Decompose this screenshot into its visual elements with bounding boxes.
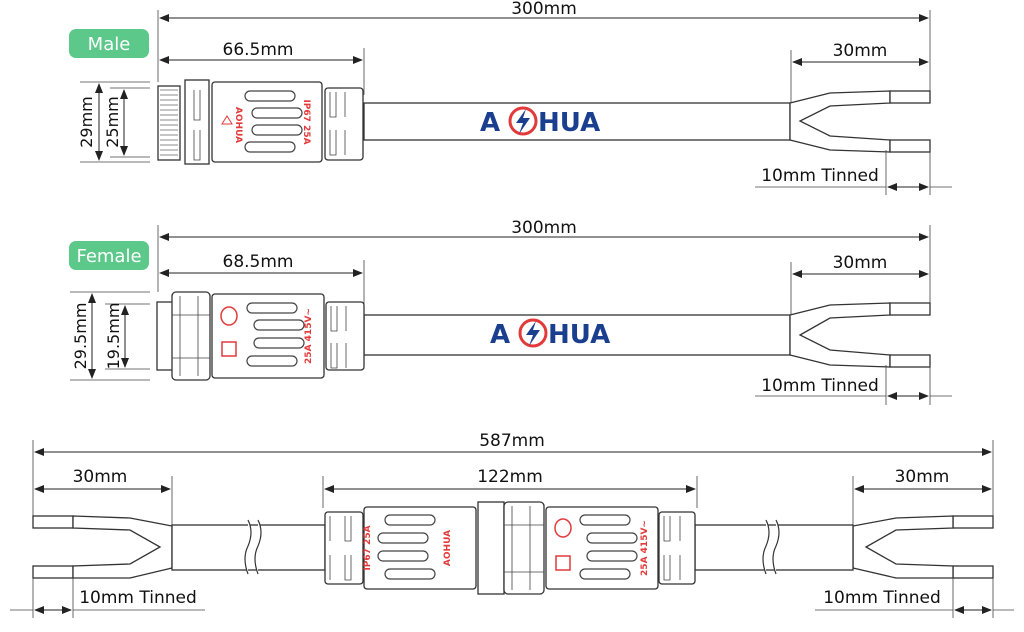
assembly-connector-length: 122mm [477, 467, 543, 487]
right-tinned-end [952, 515, 994, 529]
female-body-marking: 25A 415V~ [304, 308, 314, 364]
aohua-logo: A HUA [490, 318, 610, 350]
assembly-total-length: 587mm [479, 431, 545, 451]
female-total-length: 300mm [511, 218, 577, 238]
female-wire-split [789, 302, 891, 368]
mated-male-connector: IP67 25A AOHUA [324, 501, 505, 595]
male-wire-split [789, 90, 891, 153]
left-tinned-end [32, 565, 74, 579]
assembly-right-tinned: 10mm Tinned [823, 588, 941, 608]
warning-triangle-icon [221, 115, 233, 125]
female-inner-diameter: 19.5mm [104, 303, 123, 370]
male-brand-mark: AOHUA [233, 107, 243, 143]
male-tinned-label: 10mm Tinned [761, 166, 879, 186]
svg-text:A: A [490, 320, 510, 350]
female-outer-diameter: 29.5mm [71, 303, 90, 370]
mated-male-marking: IP67 25A [363, 525, 373, 570]
svg-text:HUA: HUA [548, 320, 610, 350]
assembly-left-strip: 30mm [73, 467, 128, 487]
female-tinned-end [889, 302, 931, 316]
male-body-marking: IP67 25A [301, 99, 311, 144]
male-total-length: 300mm [511, 0, 577, 19]
right-wire-split [852, 515, 954, 579]
svg-text:HUA: HUA [538, 108, 600, 138]
male-outer-diameter: 29mm [77, 96, 96, 148]
female-connector-length: 68.5mm [223, 252, 294, 272]
mated-female-connector: 25A 415V~ [503, 501, 696, 595]
female-tinned-label: 10mm Tinned [761, 376, 879, 396]
mated-male-brand: AOHUA [443, 530, 453, 566]
male-section: Male 300mm 66.5mm 30mm 29mm 25mm [69, 0, 952, 195]
certification-mark-icon [554, 518, 572, 538]
lightning-icon [526, 321, 540, 346]
lightning-icon [516, 109, 530, 134]
female-cable [363, 314, 791, 356]
female-section: Female 300mm 68.5mm 30mm 29.5mm 19.5mm [69, 218, 952, 405]
left-wire-split [72, 515, 173, 579]
male-strip-length: 30mm [833, 41, 888, 61]
aohua-logo: A HUA [480, 106, 600, 138]
female-badge-label: Female [76, 246, 141, 267]
male-badge-label: Male [88, 34, 131, 55]
female-connector: 25A 415V~ [156, 291, 365, 381]
svg-text:A: A [480, 108, 500, 138]
assembly-right-strip: 30mm [895, 467, 950, 487]
assembly-left-tinned: 10mm Tinned [79, 588, 197, 608]
left-tinned-end [32, 515, 74, 529]
cable-break-icon [244, 519, 262, 575]
male-tinned-end [889, 90, 931, 104]
certification-mark-icon [220, 306, 238, 326]
male-tinned-end [889, 139, 931, 153]
certification-mark-icon [555, 555, 571, 571]
female-tinned-end [889, 354, 931, 368]
male-badge [69, 29, 149, 58]
right-tinned-end [952, 565, 994, 579]
male-connector-length: 66.5mm [223, 40, 294, 60]
mated-female-marking: 25A 415V~ [640, 520, 650, 576]
assembly-section: 587mm 30mm 122mm 30mm [10, 431, 1014, 618]
cable-break-icon [762, 519, 780, 575]
certification-mark-icon [221, 341, 237, 357]
female-badge [69, 241, 149, 270]
male-connector: AOHUA IP67 25A [157, 79, 364, 165]
female-strip-length: 30mm [833, 253, 888, 273]
male-inner-diameter: 25mm [103, 96, 122, 148]
